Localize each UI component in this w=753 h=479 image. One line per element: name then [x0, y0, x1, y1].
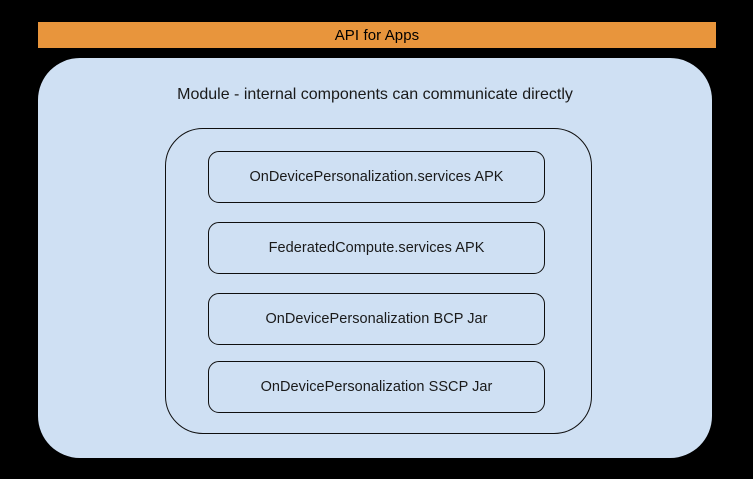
module-caption: Module - internal components can communi…	[177, 86, 573, 103]
component-box-federatedcompute-services-apk: FederatedCompute.services APK	[208, 222, 545, 274]
module-panel: Module - internal components can communi…	[38, 58, 712, 458]
component-box-label: OnDevicePersonalization BCP Jar	[265, 310, 488, 327]
component-box-label: OnDevicePersonalization SSCP Jar	[260, 378, 493, 395]
api-banner-label: API for Apps	[334, 26, 420, 44]
internal-components-container	[165, 128, 592, 434]
component-box-ondevicepersonalization-services-apk: OnDevicePersonalization.services APK	[208, 151, 545, 203]
component-box-label: FederatedCompute.services APK	[268, 239, 485, 256]
api-banner: API for Apps	[38, 22, 716, 48]
component-box-label: OnDevicePersonalization.services APK	[249, 168, 504, 185]
component-box-ondevicepersonalization-sscp-jar: OnDevicePersonalization SSCP Jar	[208, 361, 545, 413]
component-box-ondevicepersonalization-bcp-jar: OnDevicePersonalization BCP Jar	[208, 293, 545, 345]
